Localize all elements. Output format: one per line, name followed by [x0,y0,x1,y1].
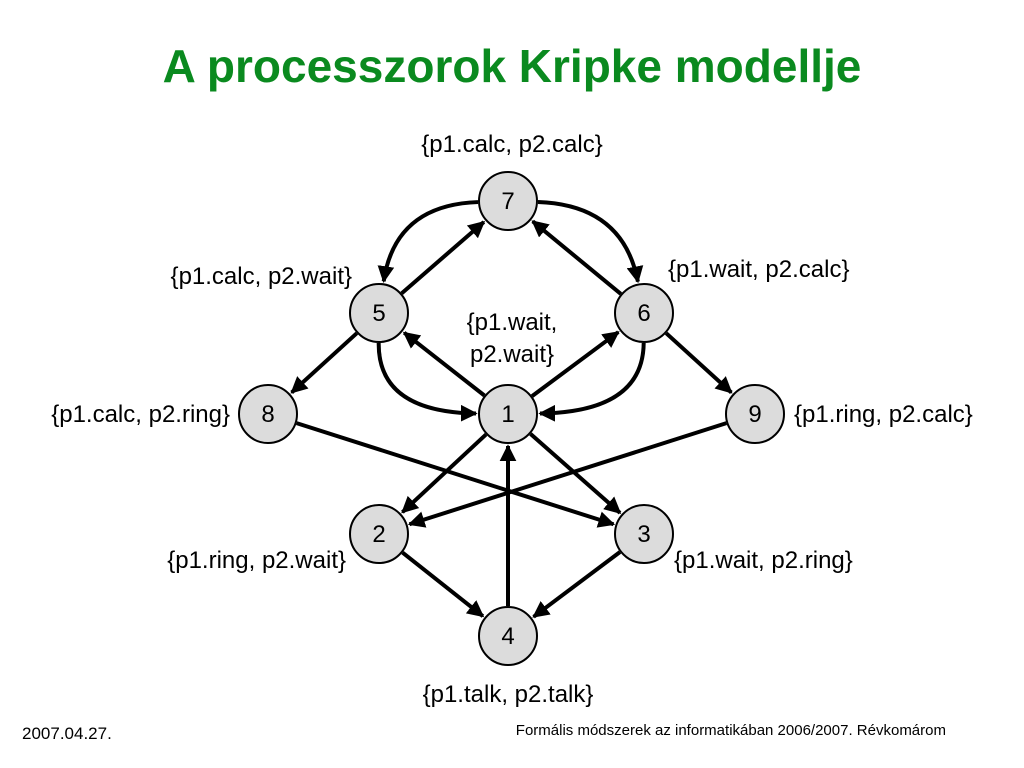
state-node-circle [614,283,674,343]
edge-5-to-7 [400,220,486,295]
edge-1-to-5 [402,331,486,398]
state-label-6: {p1.wait, p2.calc} [668,256,849,283]
footer-course: Formális módszerek az informatikában 200… [515,722,946,739]
edge-1-to-2 [401,432,488,514]
state-label-4: {p1.talk, p2.talk} [423,681,594,708]
state-node-number: 2 [372,521,385,548]
state-node-circle [478,384,538,444]
state-node-8: 8 [238,384,298,444]
state-node-9: 9 [725,384,785,444]
state-node-circle [349,283,409,343]
state-label-7: {p1.calc, p2.calc} [421,131,602,158]
state-node-5: 5 [349,283,409,343]
edge-7-to-5 [377,200,479,284]
edge-1-to-6 [530,330,620,398]
state-node-1: 1 [478,384,538,444]
nodes-layer: 1 2 3 4 5 6 7 8 9 [238,171,785,666]
state-node-2: 2 [349,504,409,564]
state-node-circle [349,504,409,564]
state-node-number: 7 [501,188,514,215]
edge-3-to-4 [532,550,622,619]
footer-date: 2007.04.27. [22,724,112,743]
edge-5-to-1 [376,342,478,422]
edge-8-to-3 [295,421,616,528]
edges-layer [290,200,733,619]
state-label-9: {p1.ring, p2.calc} [794,401,973,428]
state-node-number: 6 [637,300,650,327]
state-node-circle [478,171,538,231]
state-label-1-line1: {p1.wait, [467,309,558,336]
edge-2-to-4 [401,551,485,618]
slide-title: A processzorok Kripke modellje [162,40,862,92]
state-node-circle [725,384,785,444]
state-node-6: 6 [614,283,674,343]
edge-5-to-8 [290,331,359,394]
state-node-circle [238,384,298,444]
state-node-3: 3 [614,504,674,564]
edge-6-to-1 [538,342,646,422]
edge-6-to-9 [664,331,733,394]
state-node-number: 1 [501,401,514,428]
state-label-8: {p1.calc, p2.ring} [51,401,230,428]
state-node-7: 7 [478,171,538,231]
state-node-number: 9 [748,401,761,428]
state-node-circle [478,606,538,666]
state-node-circle [614,504,674,564]
state-node-4: 4 [478,606,538,666]
state-node-number: 4 [501,623,514,650]
state-label-2: {p1.ring, p2.wait} [167,547,346,574]
state-label-1-line2: p2.wait} [470,341,554,368]
edge-7-to-6 [537,200,644,284]
state-node-number: 3 [637,521,650,548]
edge-6-to-7 [531,219,623,296]
edge-9-to-2 [407,421,728,528]
edge-1-to-3 [529,432,622,515]
state-node-number: 5 [372,300,385,327]
state-node-number: 8 [261,401,274,428]
state-label-5: {p1.calc, p2.wait} [171,263,352,290]
state-label-3: {p1.wait, p2.ring} [674,547,853,574]
